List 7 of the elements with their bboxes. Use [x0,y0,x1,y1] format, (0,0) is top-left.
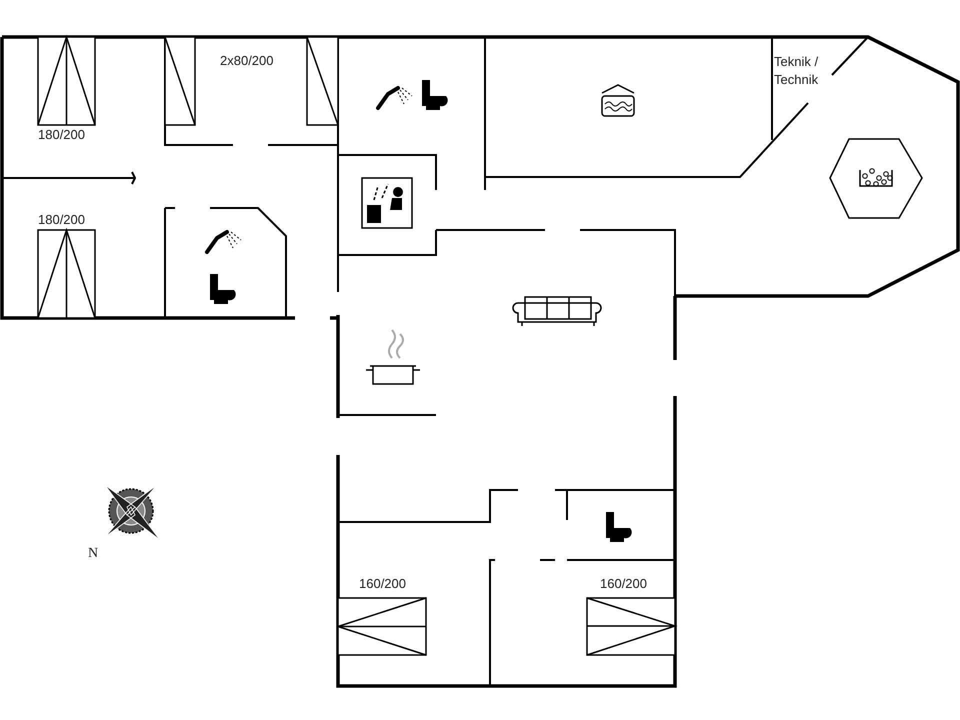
compass-north-label: N [88,545,98,563]
bed-size-label: 160/200 [600,575,647,593]
bed-size-label: 160/200 [359,575,406,593]
room-label: Teknik / Technik [774,53,820,89]
bed-size-label: 2x80/200 [220,52,274,70]
bed-size-label: 180/200 [38,126,85,144]
bed-size-label: 180/200 [38,211,85,229]
